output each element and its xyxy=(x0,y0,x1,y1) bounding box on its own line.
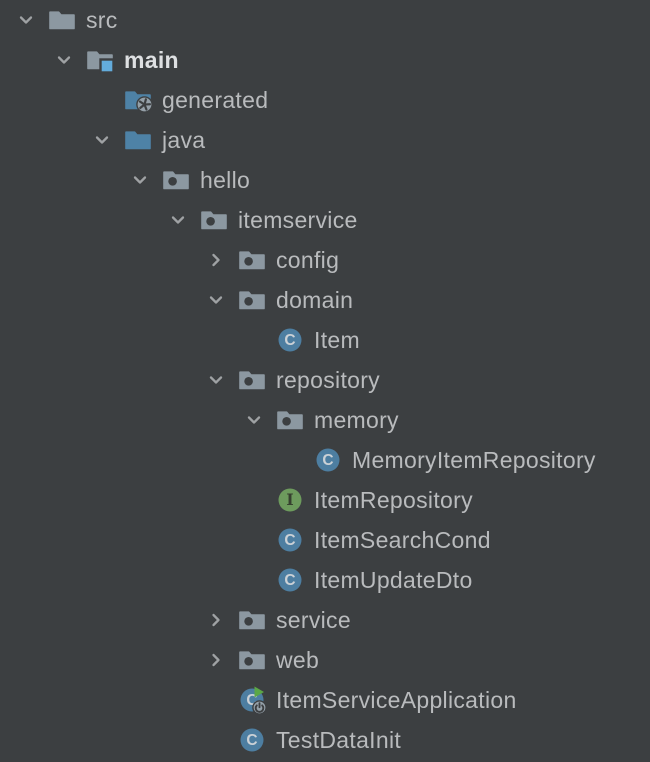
tree-row-config[interactable]: config xyxy=(0,240,650,280)
tree-row-domain[interactable]: domain xyxy=(0,280,650,320)
class-icon: C xyxy=(276,326,304,354)
tree-row-web[interactable]: web xyxy=(0,640,650,680)
chevron-spacer xyxy=(206,730,226,750)
svg-text:C: C xyxy=(246,692,257,709)
chevron-spacer xyxy=(244,530,264,550)
tree-row-repository[interactable]: repository xyxy=(0,360,650,400)
tree-row-memoryitemrepository[interactable]: C MemoryItemRepository xyxy=(0,440,650,480)
sources-root-folder-icon xyxy=(124,126,152,154)
tree-row-memory[interactable]: memory xyxy=(0,400,650,440)
tree-item-label: domain xyxy=(276,287,354,313)
tree-item-label: ItemSearchCond xyxy=(314,527,491,553)
package-icon xyxy=(238,286,266,314)
tree-item-label: MemoryItemRepository xyxy=(352,447,596,473)
chevron-spacer xyxy=(244,490,264,510)
tree-item-label: ItemUpdateDto xyxy=(314,567,473,593)
chevron-right-icon[interactable] xyxy=(206,650,226,670)
class-icon: C xyxy=(238,726,266,754)
package-icon xyxy=(238,246,266,274)
chevron-right-icon[interactable] xyxy=(206,250,226,270)
tree-item-label: ItemServiceApplication xyxy=(276,687,517,713)
class-icon: C xyxy=(276,526,304,554)
package-icon xyxy=(238,366,266,394)
tree-item-label: src xyxy=(86,7,118,33)
tree-item-label: itemservice xyxy=(238,207,358,233)
svg-text:C: C xyxy=(284,332,295,349)
interface-icon: I xyxy=(276,486,304,514)
tree-row-main[interactable]: main xyxy=(0,40,650,80)
package-icon xyxy=(238,646,266,674)
tree-item-label: generated xyxy=(162,87,269,113)
tree-row-hello[interactable]: hello xyxy=(0,160,650,200)
tree-row-java[interactable]: java xyxy=(0,120,650,160)
chevron-down-icon[interactable] xyxy=(244,410,264,430)
chevron-down-icon[interactable] xyxy=(206,370,226,390)
svg-text:C: C xyxy=(246,732,257,749)
tree-item-label: web xyxy=(276,647,320,673)
tree-row-itemservice[interactable]: itemservice xyxy=(0,200,650,240)
tree-row-testdatainit[interactable]: C TestDataInit xyxy=(0,720,650,760)
folder-icon xyxy=(48,6,76,34)
package-icon xyxy=(238,606,266,634)
tree-item-label: main xyxy=(124,47,179,73)
tree-item-label: config xyxy=(276,247,340,273)
tree-item-label: Item xyxy=(314,327,360,353)
tree-row-item[interactable]: C Item xyxy=(0,320,650,360)
class-icon: C xyxy=(314,446,342,474)
tree-row-itemupdatedto[interactable]: C ItemUpdateDto xyxy=(0,560,650,600)
tree-item-label: java xyxy=(162,127,206,153)
chevron-down-icon[interactable] xyxy=(16,10,36,30)
chevron-spacer xyxy=(92,90,112,110)
chevron-down-icon[interactable] xyxy=(92,130,112,150)
module-folder-icon xyxy=(86,46,115,74)
tree-item-label: ItemRepository xyxy=(314,487,473,513)
svg-text:C: C xyxy=(322,452,333,469)
chevron-down-icon[interactable] xyxy=(54,50,74,70)
tree-row-generated[interactable]: generated xyxy=(0,80,650,120)
svg-text:C: C xyxy=(284,532,295,549)
tree-row-service[interactable]: service xyxy=(0,600,650,640)
chevron-spacer xyxy=(244,570,264,590)
tree-item-label: repository xyxy=(276,367,380,393)
runnable-class-icon: C xyxy=(238,686,267,715)
tree-item-label: TestDataInit xyxy=(276,727,402,753)
tree-row-itemserviceapplication[interactable]: C ItemServiceApplication xyxy=(0,680,650,720)
tree-item-label: service xyxy=(276,607,351,633)
tree-item-label: memory xyxy=(314,407,399,433)
svg-text:C: C xyxy=(284,572,295,589)
tree-row-itemrepository[interactable]: I ItemRepository xyxy=(0,480,650,520)
package-icon xyxy=(200,206,228,234)
chevron-spacer xyxy=(282,450,302,470)
chevron-down-icon[interactable] xyxy=(168,210,188,230)
svg-text:I: I xyxy=(286,490,293,509)
generated-sources-root-icon xyxy=(124,86,153,114)
chevron-spacer xyxy=(206,690,226,710)
class-icon: C xyxy=(276,566,304,594)
chevron-down-icon[interactable] xyxy=(206,290,226,310)
tree-row-itemsearchcond[interactable]: C ItemSearchCond xyxy=(0,520,650,560)
package-icon xyxy=(162,166,190,194)
tree-row-src[interactable]: src xyxy=(0,0,650,40)
tree-item-label: hello xyxy=(200,167,251,193)
chevron-down-icon[interactable] xyxy=(130,170,150,190)
chevron-right-icon[interactable] xyxy=(206,610,226,630)
package-icon xyxy=(276,406,304,434)
chevron-spacer xyxy=(244,330,264,350)
